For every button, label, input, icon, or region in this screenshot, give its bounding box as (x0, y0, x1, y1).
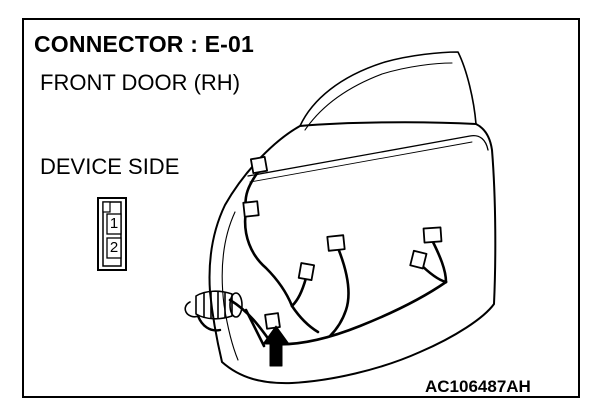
belt-line-lower (249, 141, 473, 183)
connector-face-icon (97, 197, 127, 271)
pin-number-2: 2 (109, 239, 119, 256)
location-label: FRONT DOOR (RH) (40, 70, 241, 95)
door-panel-outline (208, 121, 497, 385)
connector-title: CONNECTOR : E-01 (34, 31, 255, 57)
window-frame-outline (299, 51, 477, 127)
harness-connectors (242, 155, 443, 330)
pin-number-1: 1 (109, 215, 119, 232)
grommet-boot (184, 290, 243, 332)
connector-pinout: 1 2 (97, 197, 127, 271)
wiring-harness (228, 170, 448, 348)
view-label: DEVICE SIDE (40, 154, 180, 179)
connector-pointer-arrow (262, 325, 290, 367)
belt-line (247, 134, 489, 177)
figure-code: AC106487AH (425, 377, 531, 396)
window-frame-inner (304, 62, 453, 131)
door-inner-trim (221, 211, 239, 361)
